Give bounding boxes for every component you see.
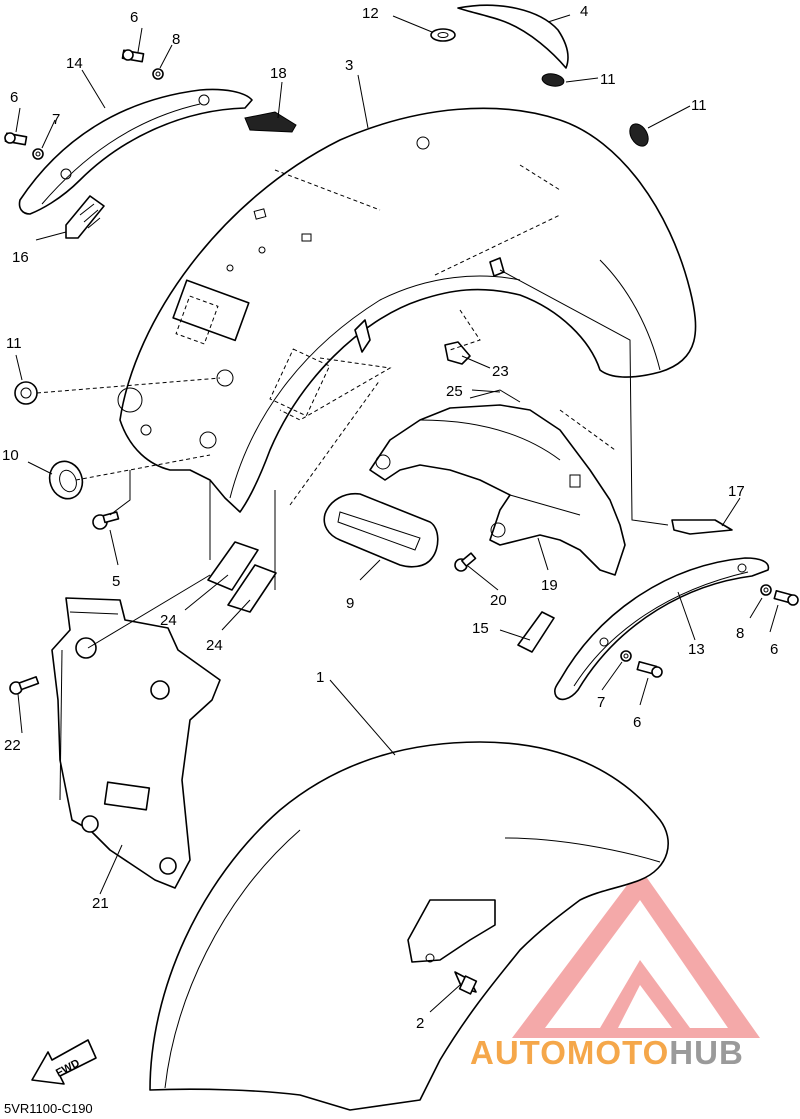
callout-11-right: 11 — [691, 97, 707, 114]
part-rubber-18 — [244, 111, 297, 133]
part-side-panel — [51, 597, 221, 889]
callout-labels: 1 2 3 4 5 6 6 6 6 7 7 8 8 9 10 11 11 11 … — [2, 3, 778, 1032]
callout-9: 9 — [346, 595, 354, 612]
part-bolt-2 — [454, 971, 478, 995]
callout-22: 22 — [4, 737, 21, 754]
callout-1: 1 — [316, 669, 324, 686]
assembly-lines — [36, 269, 669, 649]
part-clip-15 — [517, 611, 555, 653]
part-25 — [469, 389, 521, 403]
part-bolt-22 — [9, 676, 40, 695]
part-washer-8-right — [760, 584, 772, 596]
part-bolt-20 — [454, 552, 477, 572]
part-grommet-11-right — [629, 123, 649, 147]
callout-4: 4 — [580, 3, 588, 20]
part-rail-14 — [18, 88, 253, 215]
diagram-code: 5VR1100-C190 — [4, 1101, 93, 1116]
callout-17: 17 — [728, 483, 745, 500]
callout-24-left: 24 — [160, 612, 177, 629]
part-bolt-6-top — [121, 49, 145, 63]
callout-15: 15 — [472, 620, 489, 637]
callout-7-right: 7 — [597, 694, 605, 711]
callout-10: 10 — [2, 447, 19, 464]
part-grommet-12 — [430, 28, 456, 42]
callout-11-top: 11 — [600, 71, 616, 88]
part-nut-23 — [444, 341, 471, 365]
part-washer-7-left — [32, 148, 44, 160]
part-rubber-16 — [65, 195, 105, 239]
part-reflector-9 — [323, 492, 439, 568]
part-grommet-11-top — [541, 73, 565, 87]
part-bolt-5 — [92, 511, 120, 530]
part-rail-13 — [553, 557, 770, 701]
svg-text:AUTOMOTOHUB: AUTOMOTOHUB — [470, 1034, 744, 1071]
callout-14: 14 — [66, 55, 83, 72]
part-bolt-6-right — [773, 590, 799, 606]
callout-6-bottom: 6 — [633, 714, 641, 731]
part-trim-4 — [457, 4, 569, 69]
watermark-triangle-inner — [600, 960, 690, 1028]
watermark-logo: AUTOMOTOHUB — [470, 868, 760, 1071]
callout-6-right: 6 — [770, 641, 778, 658]
watermark-text-auto: AUTO — [470, 1034, 567, 1071]
callout-8-top: 8 — [172, 31, 180, 48]
callout-13: 13 — [688, 641, 705, 658]
part-bolt-6-bottom — [636, 661, 663, 678]
callout-21: 21 — [92, 895, 109, 912]
watermark-triangle — [512, 868, 760, 1038]
part-grommet-11-left — [14, 381, 38, 405]
part-washer-8-top — [152, 68, 164, 80]
callout-11-left: 11 — [6, 335, 22, 352]
callout-7-left: 7 — [52, 111, 60, 128]
part-grommet-10 — [48, 460, 84, 500]
callout-6-top: 6 — [130, 9, 138, 26]
callout-16: 16 — [12, 249, 29, 266]
part-bolt-6-left — [4, 132, 28, 146]
fwd-arrow-icon: FWD — [31, 1039, 97, 1085]
leader-lines — [15, 14, 779, 1013]
part-front-fender — [149, 741, 669, 1111]
part-stay-19 — [369, 404, 626, 576]
part-label-24 — [207, 541, 277, 613]
callout-3: 3 — [345, 57, 353, 74]
watermark-text-moto: MOTO — [567, 1034, 669, 1071]
callout-19: 19 — [541, 577, 558, 594]
callout-25: 25 — [446, 383, 463, 400]
part-rubber-17 — [671, 519, 733, 535]
watermark-text-hub: HUB — [669, 1034, 744, 1071]
callout-2: 2 — [416, 1015, 424, 1032]
callout-20: 20 — [490, 592, 507, 609]
callout-5: 5 — [112, 573, 120, 590]
callout-18: 18 — [270, 65, 287, 82]
callout-12: 12 — [362, 5, 379, 22]
part-rear-fender — [117, 107, 697, 513]
callout-24-right: 24 — [206, 637, 223, 654]
part-washer-7-right — [620, 650, 632, 662]
callout-6-left: 6 — [10, 89, 18, 106]
callout-23: 23 — [492, 363, 509, 380]
callout-8-right: 8 — [736, 625, 744, 642]
